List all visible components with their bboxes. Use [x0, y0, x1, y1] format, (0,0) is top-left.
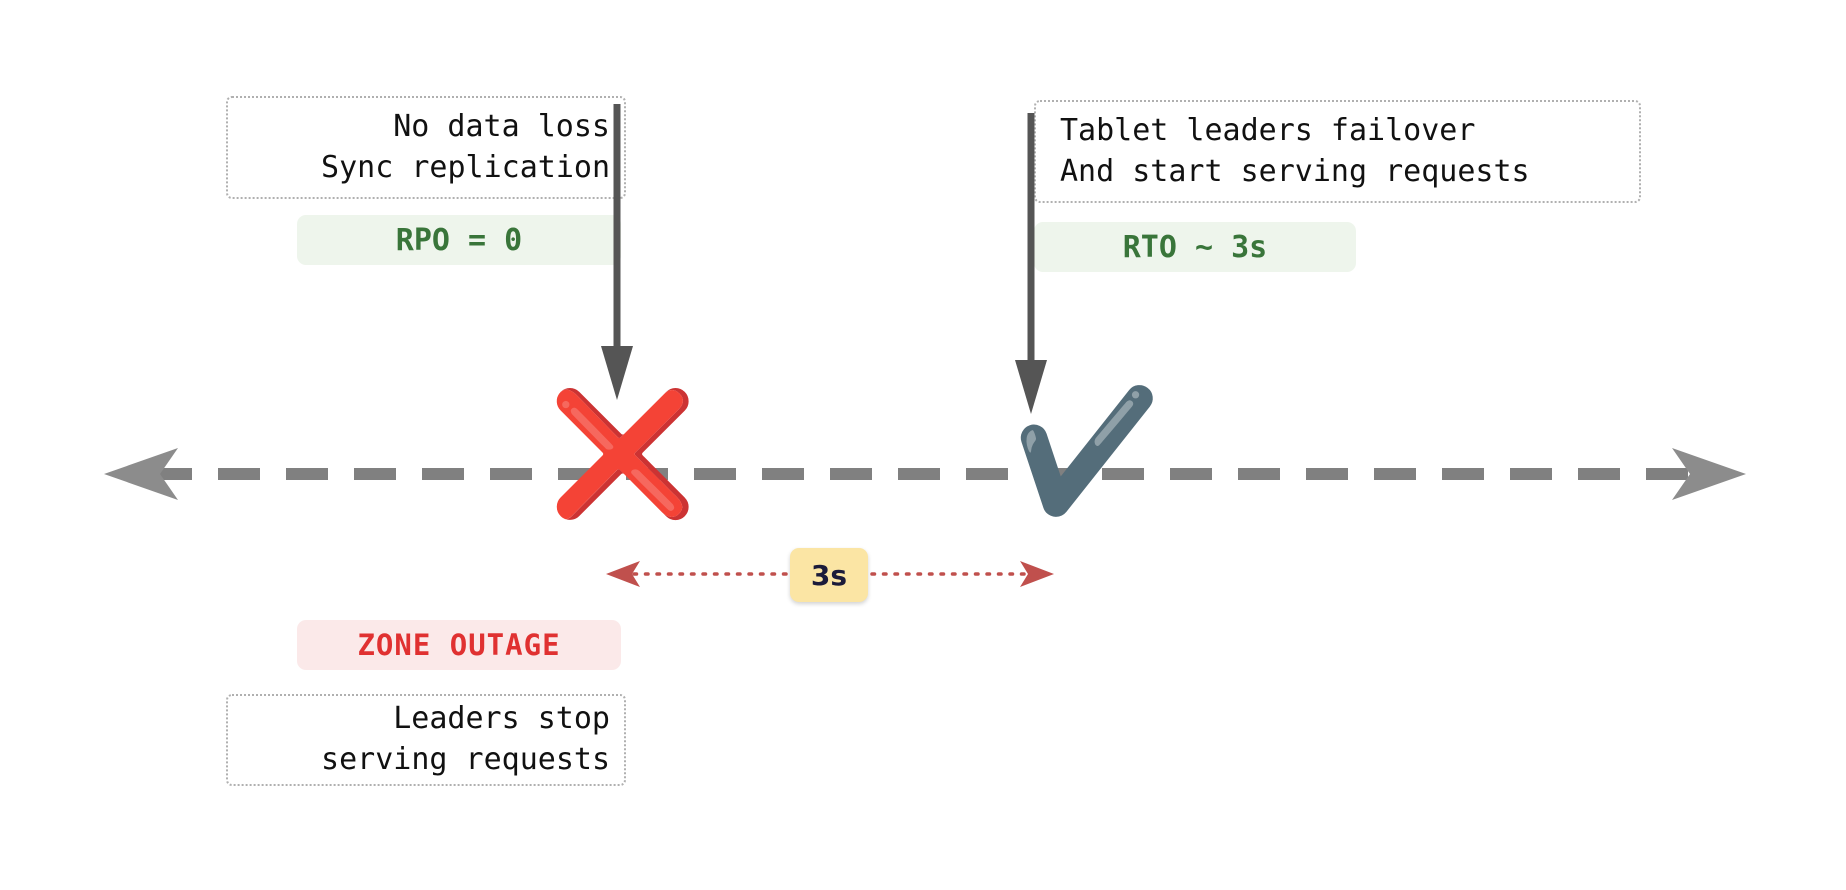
pointer-arrow-to-outage — [601, 104, 633, 400]
note-leaders-stop-line2: serving requests — [321, 742, 610, 777]
note-tablet-failover-line1: Tablet leaders failover — [1060, 112, 1476, 148]
note-tablet-failover-line2: And start serving requests — [1060, 153, 1530, 189]
note-leaders-stop-line1: Leaders stop — [393, 701, 610, 737]
note-no-data-loss-line1: No data loss — [393, 108, 610, 144]
note-tablet-failover: Tablet leaders failover And start servin… — [1034, 100, 1641, 203]
note-leaders-stop: Leaders stop serving requests — [226, 694, 626, 786]
timeline-axis — [104, 448, 1746, 500]
duration-measure-line — [606, 561, 1054, 587]
metric-badge-rpo: RPO = 0 — [297, 215, 621, 265]
duration-badge-3s: 3s — [790, 548, 868, 602]
note-no-data-loss: No data loss Sync replication — [226, 96, 626, 199]
note-no-data-loss-line2: Sync replication — [321, 149, 610, 185]
recovery-check-icon: ✔️ — [1012, 382, 1162, 521]
status-badge-zone-outage: ZONE OUTAGE — [297, 620, 621, 670]
outage-cross-icon: ❌ — [548, 385, 698, 524]
pointer-arrow-to-recovery — [1015, 113, 1047, 414]
metric-badge-rto: RTO ~ 3s — [1034, 222, 1356, 272]
